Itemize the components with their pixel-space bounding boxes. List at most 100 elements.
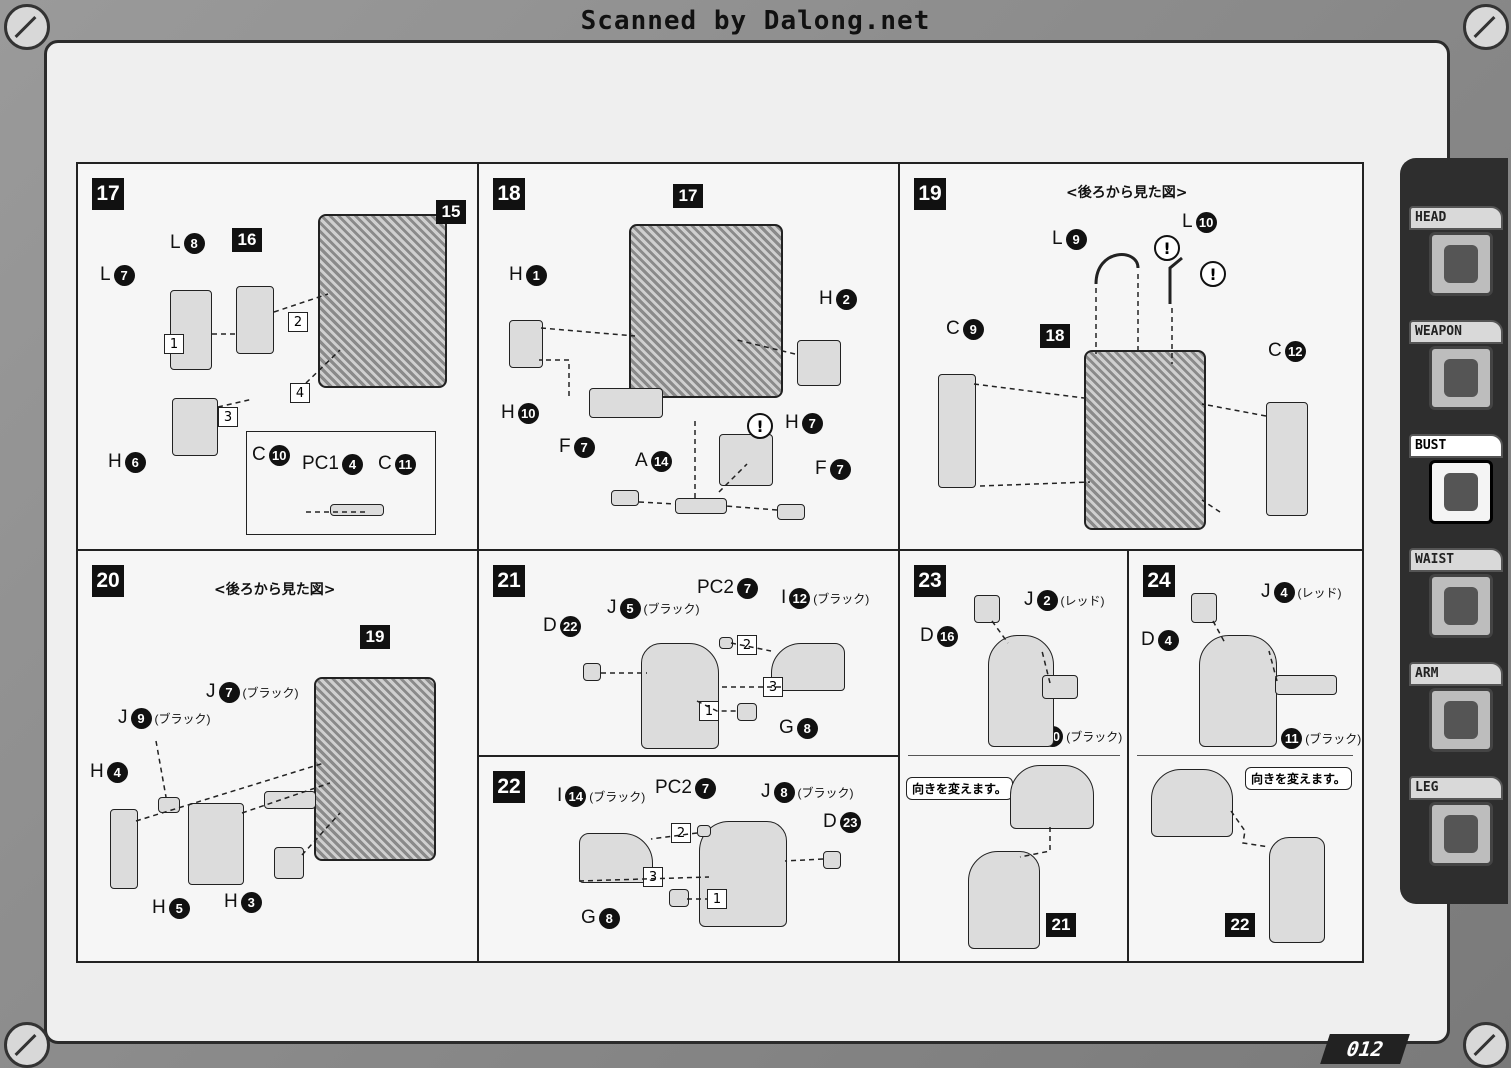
part-drawing [611,490,639,506]
tab-glyph [1444,245,1478,283]
chassis-illustration [1084,350,1206,530]
leg-icon [1429,802,1493,866]
part-drawing [1191,593,1217,623]
part-drawing [699,821,787,927]
waist-icon [1429,574,1493,638]
step-number: 21 [493,565,525,597]
chassis-illustration [318,214,447,388]
step-number: 23 [914,565,946,597]
part-drawing [771,643,845,691]
view-caption: <後ろから見た図> [214,582,336,598]
tab-glyph [1444,701,1478,739]
tab-glyph [1444,359,1478,397]
tab-glyph [1444,587,1478,625]
part-drawing [777,504,805,520]
assembly-ref: 17 [673,184,703,208]
sidebar-tab-leg[interactable]: LEG [1409,776,1503,880]
assembly-arrows [1212,620,1278,848]
sidebar-tab-waist[interactable]: WAIST [1409,548,1503,652]
step-number: 22 [493,771,525,803]
chassis-illustration [629,224,783,398]
page-number: 012 [1320,1034,1410,1064]
part-drawing [1275,675,1337,695]
tab-label: WAIST [1409,548,1503,572]
part-drawing [1010,765,1094,829]
step-divider [908,755,1120,756]
part-drawing [509,320,543,368]
sidebar-tab-weapon[interactable]: WEAPON [1409,320,1503,424]
order-marker: 4 [290,383,310,403]
orientation-note: 向きを変えます。 [1245,767,1352,790]
part-drawing [974,595,1000,623]
part-drawing [1042,675,1078,699]
corner-ornament-icon [1463,4,1509,50]
assembly-ref: 18 [1040,324,1070,348]
step-23-panel: 23 J2(レッド) D16 I10(ブラック) 向きを変えます。 21 [898,549,1130,963]
order-marker: 2 [737,635,757,655]
step-24-panel: 24 J4(レッド) D4 I11(ブラック) 向きを変えます。 22 [1127,549,1364,963]
assembly-ref: 19 [360,625,390,649]
sidebar-tab-arm[interactable]: ARM [1409,662,1503,766]
assembly-ref: 16 [232,228,262,252]
arm-icon [1429,688,1493,752]
part-drawing [737,703,757,721]
tab-label: HEAD [1409,206,1503,230]
part-drawing [719,434,773,486]
tab-glyph [1444,815,1478,853]
tab-label: ARM [1409,662,1503,686]
view-caption: <後ろから見た図> [1066,185,1188,201]
scan-credit: Scanned by Dalong.net [580,6,931,36]
caution-icon: ! [1154,235,1180,261]
chassis-illustration [314,677,436,861]
orientation-note: 向きを変えます。 [906,777,1013,800]
order-marker: 2 [288,312,308,332]
part-drawing [589,388,663,418]
part-drawing [1199,635,1277,747]
caution-icon: ! [1200,261,1226,287]
step-number: 19 [914,178,946,210]
head-icon [1429,232,1493,296]
order-marker: 1 [707,889,727,909]
sidebar-tab-head[interactable]: HEAD [1409,206,1503,310]
assembly-ref: 22 [1225,913,1255,937]
caution-icon: ! [747,413,773,439]
order-marker: 1 [164,334,184,354]
order-marker: 1 [699,701,719,721]
sidebar-tab-bust[interactable]: BUST [1409,434,1503,538]
assembly-ref: 15 [436,200,466,224]
order-marker: 3 [643,867,663,887]
part-drawing [110,809,138,889]
part-drawing [274,847,304,879]
part-drawing [1151,769,1233,837]
part-drawing [675,498,727,514]
sub-assembly-box [246,431,436,535]
assembly-ref: 21 [1046,913,1076,937]
